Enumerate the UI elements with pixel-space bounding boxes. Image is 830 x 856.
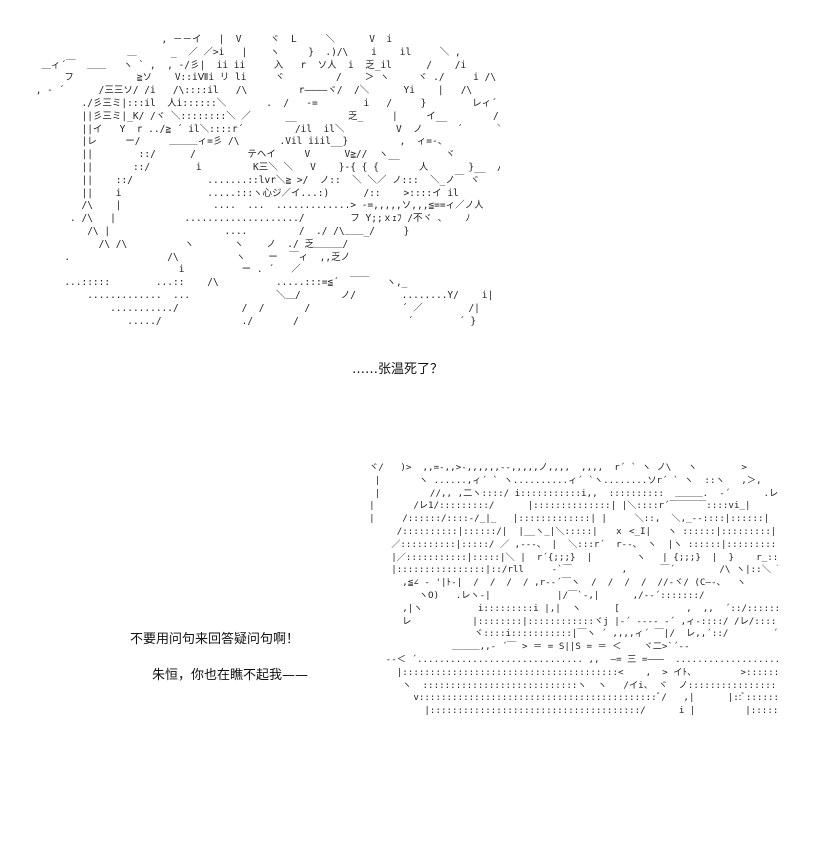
- ascii-art-top-figure: , －－イ | V ヾ L ＼ V i ＿ _ ／ ／>i | ヽ } .)/\…: [35, 34, 500, 327]
- dialogue-line-question: 不要用问句来回答疑问句啊！: [130, 632, 300, 647]
- dialogue-line-zhu-heng: 朱恒，你也在瞧不起我——: [152, 668, 309, 683]
- dialogue-line-zhang-wen: ……张温死了？: [352, 362, 444, 377]
- ascii-art-bottom-figure: ヾ/ )> ,,=-,,>-,,,,,,--,,,,,ノ,,,, ,,,, r´…: [369, 462, 778, 717]
